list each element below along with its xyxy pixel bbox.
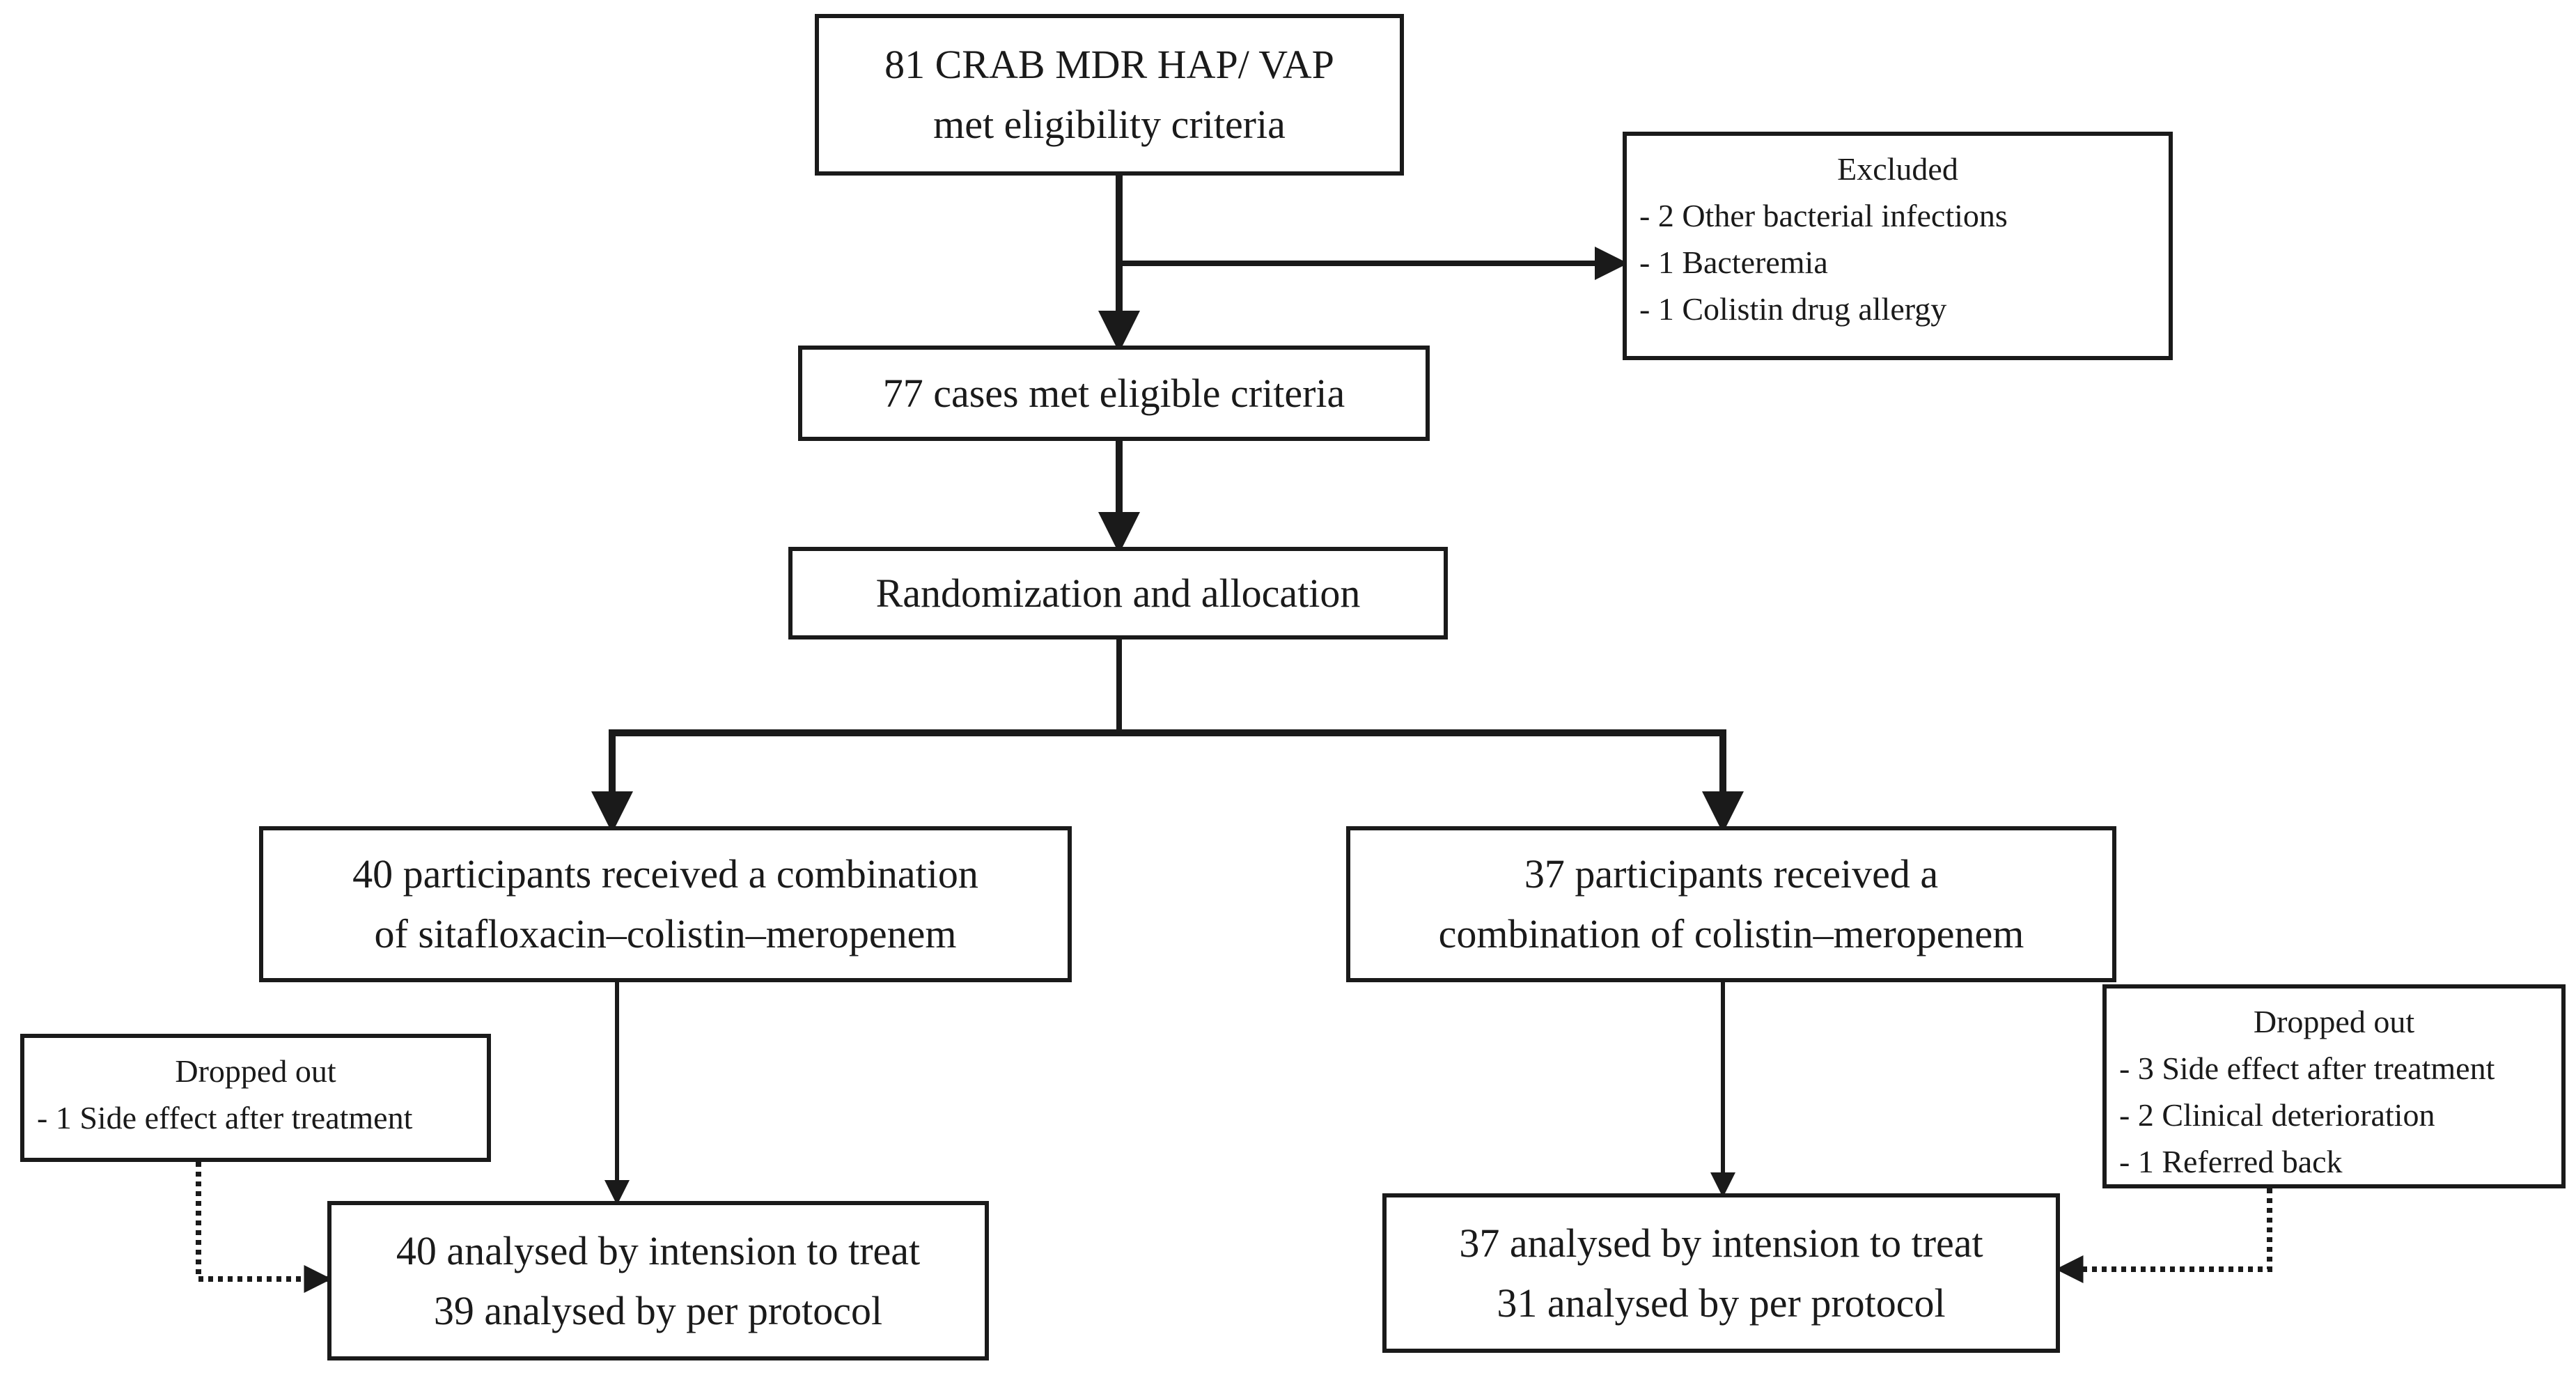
dropped-out-b-item: - 2 Clinical deterioration bbox=[2119, 1097, 2435, 1133]
eligibility-box: 81 CRAB MDR HAP/ VAP met eligibility cri… bbox=[815, 14, 1404, 176]
dropped-out-b-item: - 3 Side effect after treatment bbox=[2119, 1050, 2495, 1086]
dropped-out-b-item: - 1 Referred back bbox=[2119, 1144, 2343, 1179]
excluded-item: - 2 Other bacterial infections bbox=[1639, 198, 2008, 233]
analysis-a-line2: 39 analysed by per protocol bbox=[433, 1287, 883, 1333]
arm-b-line2: combination of colistin–meropenem bbox=[1438, 911, 2024, 956]
dropped-out-a-item: - 1 Side effect after treatment bbox=[37, 1100, 413, 1135]
dotted-arrow-dropped-b bbox=[2055, 1188, 2272, 1283]
randomization-text: Randomization and allocation bbox=[875, 570, 1361, 616]
eligible-box: 77 cases met eligible criteria bbox=[798, 346, 1430, 441]
eligible-text: 77 cases met eligible criteria bbox=[882, 370, 1345, 416]
arm-b-line1: 37 participants received a bbox=[1524, 851, 1939, 897]
analysis-b-line1: 37 analysed by intension to treat bbox=[1459, 1220, 1983, 1266]
arm-b-box: 37 participants received a combination o… bbox=[1346, 826, 2116, 982]
excluded-title: Excluded bbox=[1837, 151, 1958, 187]
arm-a-box: 40 participants received a combination o… bbox=[259, 826, 1072, 982]
excluded-item: - 1 Bacteremia bbox=[1639, 245, 1828, 280]
dotted-arrow-dropped-a bbox=[196, 1162, 332, 1293]
dropped-out-b-box: Dropped out - 3 Side effect after treatm… bbox=[2102, 984, 2566, 1188]
analysis-a-line1: 40 analysed by intension to treat bbox=[396, 1227, 921, 1273]
arm-a-line1: 40 participants received a combination bbox=[352, 851, 978, 897]
eligibility-line1: 81 CRAB MDR HAP/ VAP bbox=[884, 42, 1334, 87]
dropped-out-a-box: Dropped out - 1 Side effect after treatm… bbox=[20, 1034, 491, 1162]
excluded-box: Excluded - 2 Other bacterial infections … bbox=[1623, 132, 2173, 360]
dropped-out-b-title: Dropped out bbox=[2253, 1004, 2415, 1039]
analysis-a-box: 40 analysed by intension to treat 39 ana… bbox=[327, 1201, 989, 1360]
analysis-b-box: 37 analysed by intension to treat 31 ana… bbox=[1382, 1193, 2060, 1353]
arm-a-line2: of sitafloxacin–colistin–meropenem bbox=[374, 911, 957, 956]
eligibility-line2: met eligibility criteria bbox=[933, 102, 1286, 147]
analysis-b-line2: 31 analysed by per protocol bbox=[1497, 1280, 1946, 1326]
randomization-box: Randomization and allocation bbox=[788, 547, 1448, 639]
split-connector bbox=[609, 729, 1726, 826]
excluded-item: - 1 Colistin drug allergy bbox=[1639, 291, 1947, 327]
dropped-out-a-title: Dropped out bbox=[175, 1053, 336, 1089]
